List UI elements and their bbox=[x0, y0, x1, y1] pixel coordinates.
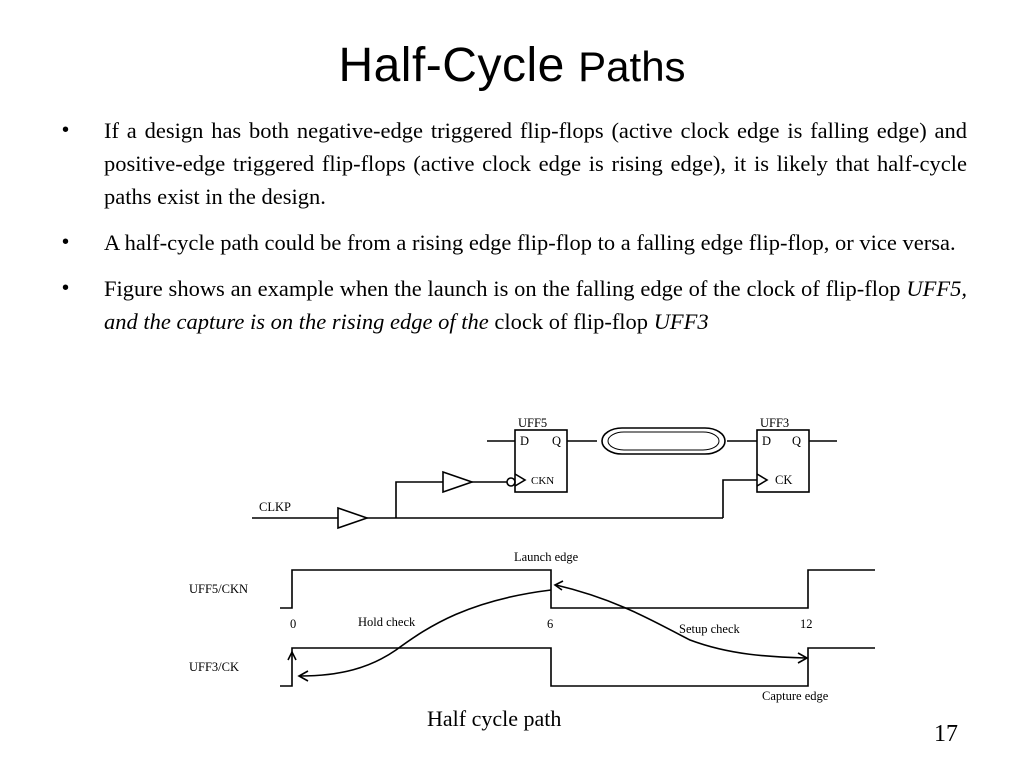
launch-edge-label: Launch edge bbox=[514, 550, 579, 564]
combinational-logic-inner bbox=[607, 431, 720, 451]
setup-check-label: Setup check bbox=[679, 622, 740, 636]
ff-uff3-q-pin: Q bbox=[792, 434, 801, 448]
capture-edge-label: Capture edge bbox=[762, 689, 829, 703]
slide-title-secondary: Paths bbox=[578, 43, 686, 90]
page-number: 17 bbox=[934, 721, 958, 747]
ff-uff5-clk-pin: CKN bbox=[531, 475, 554, 487]
bullet-text-run: Figure shows an example when the launch … bbox=[104, 276, 907, 301]
bullet-text: If a design has both negative-edge trigg… bbox=[104, 114, 967, 213]
slide-title-main: Half-Cycle bbox=[338, 39, 565, 92]
clock-branch-uff3 bbox=[722, 479, 757, 518]
bullet-item: • If a design has both negative-edge tri… bbox=[60, 114, 967, 213]
time-mark-6: 6 bbox=[547, 617, 553, 631]
time-mark-0: 0 bbox=[290, 617, 296, 631]
bullet-list: • If a design has both negative-edge tri… bbox=[60, 114, 967, 351]
uff3-ck-waveform bbox=[280, 647, 875, 687]
flip-flop-uff5 bbox=[514, 429, 568, 493]
bullet-text: A half-cycle path could be from a rising… bbox=[104, 226, 967, 259]
time-mark-12: 12 bbox=[800, 617, 813, 631]
ff-uff3-clock-triangle bbox=[756, 473, 769, 487]
hold-check-arrow bbox=[299, 589, 552, 677]
clock-branch-uff5 bbox=[395, 481, 443, 518]
timing-waveforms: Launch edge UFF5/CKN 0 6 12 Hold check S… bbox=[189, 550, 875, 703]
slide-title: Half-Cycle Paths bbox=[0, 36, 1024, 97]
setup-check-arrow bbox=[555, 584, 807, 659]
rising-edge-arrow-icon bbox=[287, 650, 297, 661]
inversion-bubble-icon bbox=[506, 477, 516, 487]
bullet-text-run: A half-cycle path could be from a rising… bbox=[104, 230, 956, 255]
ff-uff5-clock-triangle bbox=[514, 473, 527, 487]
bullet-item: • A half-cycle path could be from a risi… bbox=[60, 226, 967, 259]
ff-uff5-name: UFF5 bbox=[518, 416, 547, 430]
signal-label-uff3-ck: UFF3/CK bbox=[189, 660, 239, 674]
bullet-text-run: If a design has both negative-edge trigg… bbox=[104, 118, 967, 209]
clock-input-label: CLKP bbox=[259, 500, 291, 514]
ff-uff3-d-pin: D bbox=[762, 434, 771, 448]
setup-arrowhead-icon bbox=[797, 652, 809, 664]
flip-flop-uff3 bbox=[756, 429, 810, 493]
circuit-schematic: UFF5 D Q CKN UFF3 D Q CK CLKP bbox=[252, 416, 837, 530]
bullet-dot-icon: • bbox=[62, 277, 70, 299]
inverting-buffer-icon bbox=[442, 470, 475, 494]
launch-arrowhead-icon bbox=[553, 580, 564, 591]
bullet-dot-icon: • bbox=[62, 119, 70, 141]
figure-caption: Half cycle path bbox=[427, 706, 562, 731]
bullet-text-run: clock of flip-flop bbox=[488, 309, 654, 334]
combinational-logic-shape bbox=[601, 427, 726, 455]
hold-check-label: Hold check bbox=[358, 615, 416, 629]
bullet-dot-icon: • bbox=[62, 231, 70, 253]
bullet-item: • Figure shows an example when the launc… bbox=[60, 272, 967, 338]
hold-arrowhead-icon bbox=[297, 670, 309, 682]
bullet-text: Figure shows an example when the launch … bbox=[104, 272, 967, 338]
bullet-text-italic: UFF5, and the capture is on the rising e… bbox=[104, 276, 967, 334]
ff-uff5-q-pin: Q bbox=[552, 434, 561, 448]
ff-uff3-name: UFF3 bbox=[760, 416, 789, 430]
bullet-text-italic: UFF3 bbox=[653, 309, 709, 334]
ff-uff3-clk-pin: CK bbox=[775, 473, 792, 487]
signal-label-uff5-ckn: UFF5/CKN bbox=[189, 582, 248, 596]
ff-uff5-d-pin: D bbox=[520, 434, 529, 448]
uff5-ckn-waveform bbox=[280, 569, 875, 609]
clock-buffer-icon bbox=[337, 506, 370, 530]
